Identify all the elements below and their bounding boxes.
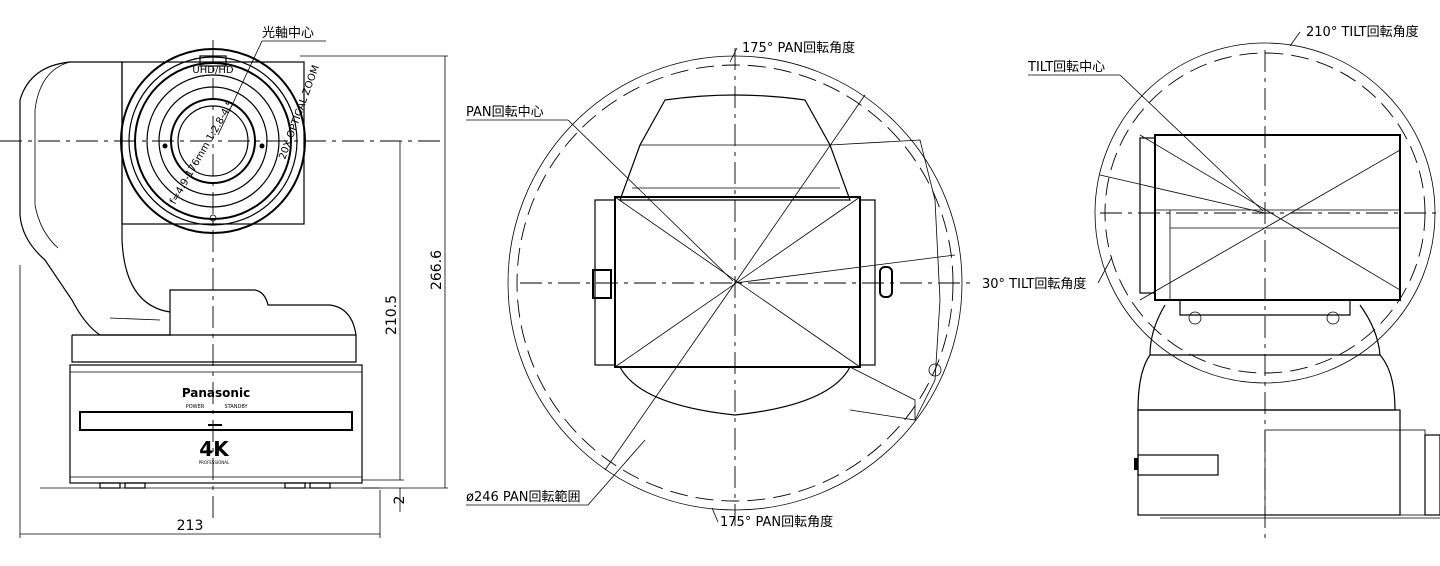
dim-total-height: 266.6 bbox=[429, 250, 445, 290]
top-diag-2 bbox=[614, 196, 861, 368]
optical-center-label: 光軸中心 bbox=[262, 26, 314, 41]
top-side-knob bbox=[879, 266, 893, 298]
top-head-back bbox=[619, 94, 851, 201]
pan-angle-line-bottom bbox=[604, 282, 736, 471]
pan-range-label: ø246 PAN回転範囲 bbox=[466, 490, 581, 505]
top-view: PAN回転中心 175° PAN回転角度 175° PAN回転角度 ø246 P… bbox=[466, 40, 1086, 530]
lens-dot-right bbox=[259, 143, 265, 149]
lens-ring-5 bbox=[158, 86, 268, 196]
tilt-center-leader bbox=[1119, 74, 1264, 212]
side-connector-block bbox=[1424, 434, 1440, 516]
lens-top-text: UHD/HD bbox=[192, 65, 233, 76]
lens-spec-text: f=4.9-176mm 1:2.8-4.5 bbox=[168, 99, 237, 207]
lens-ring-4 bbox=[146, 74, 280, 208]
front-arm-inner bbox=[34, 61, 71, 249]
tilt-30-line bbox=[734, 254, 956, 284]
professional-label: PROFESSIONAL bbox=[199, 460, 230, 465]
dim-axis-height: 210.5 bbox=[384, 295, 400, 335]
tilt-angle-30: 30° TILT回転角度 bbox=[982, 276, 1086, 292]
tilt-center-label: TILT回転中心 bbox=[1027, 60, 1105, 75]
side-yoke-hole-right bbox=[1326, 311, 1340, 325]
top-base-curve bbox=[619, 366, 851, 416]
front-arm-outline bbox=[19, 61, 171, 336]
side-head bbox=[1154, 134, 1401, 301]
pan-angle-top: 175° PAN回転角度 bbox=[742, 40, 855, 56]
side-base bbox=[1137, 409, 1401, 516]
lens-ring-6 bbox=[170, 98, 256, 184]
tilt-30-leader bbox=[1097, 256, 1113, 284]
front-view: UHD/HD 20X OPTICAL ZOOM f=4.9-176mm 1:2.… bbox=[0, 26, 448, 538]
standby-label: STANDBY bbox=[224, 404, 248, 410]
lens-top-tab bbox=[199, 55, 227, 67]
top-lens-front bbox=[594, 199, 616, 366]
pan-range-leader bbox=[587, 439, 646, 506]
front-base bbox=[69, 364, 363, 484]
front-arm-detail bbox=[109, 317, 161, 321]
side-diag-1 bbox=[1139, 134, 1401, 291]
side-yoke bbox=[1179, 300, 1351, 316]
pan-angle-line-top bbox=[734, 94, 866, 284]
lens-screw-bottom bbox=[209, 214, 217, 222]
pan-center-leader bbox=[567, 119, 734, 282]
side-lens-front bbox=[1139, 137, 1156, 294]
pan-angle-bottom-tick bbox=[711, 507, 719, 523]
dim-base-gap: 2 bbox=[392, 496, 408, 505]
side-collar-2 bbox=[1137, 354, 1396, 411]
side-collar bbox=[1149, 304, 1381, 356]
side-base-rear bbox=[1264, 429, 1426, 516]
foot-2 bbox=[124, 482, 146, 489]
tilt-angle-210-tick bbox=[1289, 31, 1301, 47]
front-light-bar bbox=[79, 411, 353, 431]
top-side-outline bbox=[829, 139, 941, 421]
side-angle-line bbox=[1099, 174, 1266, 214]
brand-logo: Panasonic bbox=[182, 386, 250, 400]
lens-ring-2 bbox=[128, 56, 298, 226]
lens-ring-inner bbox=[177, 105, 249, 177]
top-connector bbox=[928, 363, 942, 377]
tilt-angle-210: 210° TILT回転角度 bbox=[1306, 24, 1419, 40]
top-base-corner bbox=[849, 366, 916, 421]
lens-ring-outer bbox=[120, 48, 306, 234]
fourk-logo: 4K bbox=[199, 437, 230, 461]
pan-angle-bottom: 175° PAN回転角度 bbox=[720, 514, 833, 530]
side-indicator bbox=[1134, 458, 1138, 470]
front-collar bbox=[71, 289, 357, 363]
side-view: TILT回転中心 210° TILT回転角度 bbox=[1027, 24, 1440, 540]
foot-1 bbox=[99, 482, 121, 489]
pan-angle-top-tick bbox=[729, 47, 738, 63]
side-yoke-hole-left bbox=[1188, 311, 1202, 325]
optical-center-leader bbox=[217, 40, 263, 136]
foot-3 bbox=[284, 482, 306, 489]
top-body-back bbox=[859, 199, 876, 366]
lens-dot-left bbox=[162, 143, 168, 149]
side-diag-2 bbox=[1139, 149, 1401, 301]
lens-side-text: 20X OPTICAL ZOOM bbox=[277, 64, 321, 161]
side-base-panel bbox=[1137, 454, 1219, 476]
top-lens-tip bbox=[592, 269, 612, 299]
power-label: POWER bbox=[186, 404, 205, 410]
pan-center-label: PAN回転中心 bbox=[466, 105, 544, 120]
lens-ring-3 bbox=[134, 62, 292, 220]
dim-width: 213 bbox=[177, 518, 204, 534]
foot-4 bbox=[309, 482, 331, 489]
